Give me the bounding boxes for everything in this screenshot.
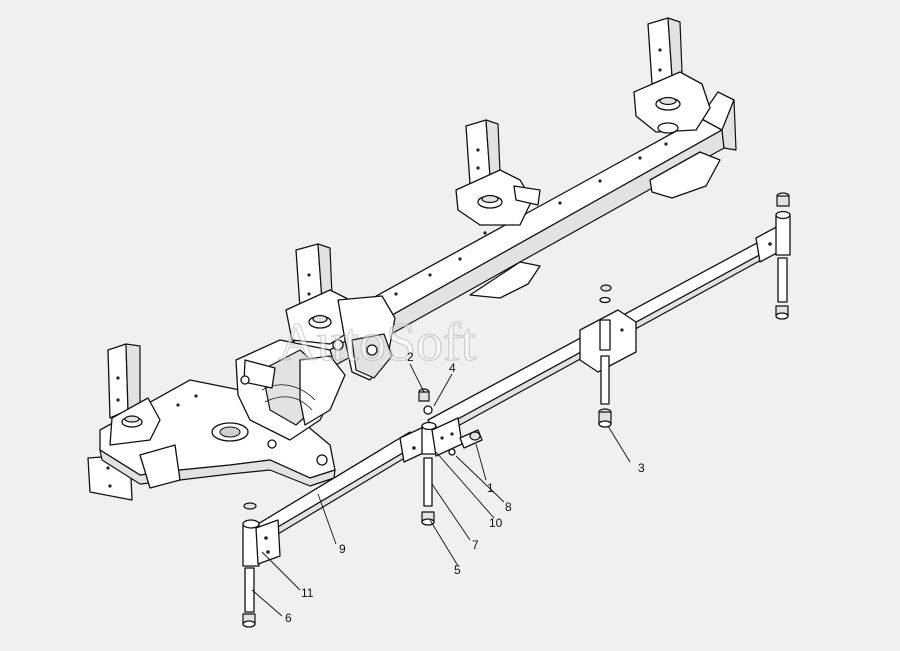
callout-1: 1 xyxy=(487,481,494,495)
part-11-clevis xyxy=(242,502,281,628)
frame-bracket-3 xyxy=(455,119,541,226)
callout-6: 6 xyxy=(285,611,292,625)
right-end-pin-assembly xyxy=(775,192,791,320)
callout-11: 11 xyxy=(301,586,314,600)
callout-5: 5 xyxy=(454,563,461,577)
part-3-fastener-set xyxy=(579,284,637,428)
callout-10: 10 xyxy=(489,516,503,530)
frame-bracket-4 xyxy=(633,17,711,134)
center-fastener-stack xyxy=(418,388,483,526)
center-gearbox xyxy=(235,339,346,441)
watermark-text: AutoSoft xyxy=(278,312,476,372)
callout-labels: 2 4 1 3 8 10 7 5 9 11 6 xyxy=(285,350,645,625)
callout-7: 7 xyxy=(472,538,479,552)
callout-4: 4 xyxy=(449,361,456,375)
callout-8: 8 xyxy=(505,500,512,514)
frame-bracket-2 xyxy=(285,243,396,381)
frame-bracket-front xyxy=(87,343,336,501)
callout-2: 2 xyxy=(407,350,414,364)
callout-9: 9 xyxy=(339,542,346,556)
leader-lines xyxy=(251,363,631,617)
callout-3: 3 xyxy=(638,461,645,475)
